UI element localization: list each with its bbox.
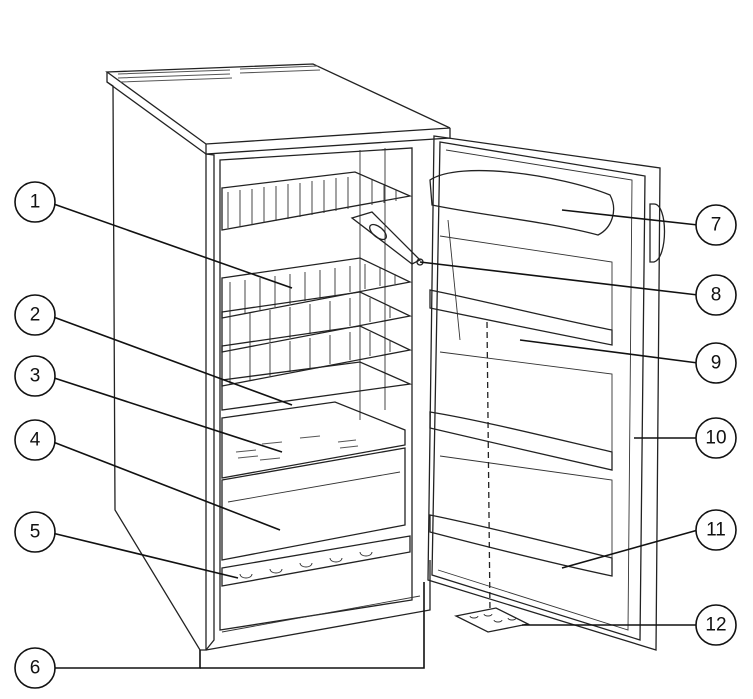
leader-3 bbox=[47, 375, 283, 453]
callout-number: 12 bbox=[705, 615, 726, 636]
callout-1: 1 bbox=[14, 181, 56, 223]
wire-shelves bbox=[221, 171, 413, 411]
callout-number: 4 bbox=[30, 430, 41, 451]
callout-10: 10 bbox=[695, 417, 737, 459]
leader-11 bbox=[561, 529, 699, 569]
callout-number: 6 bbox=[30, 658, 41, 679]
leader-6 bbox=[48, 650, 201, 669]
callout-12: 12 bbox=[695, 604, 737, 646]
callout-7: 7 bbox=[695, 204, 737, 246]
callout-6: 6 bbox=[14, 647, 56, 689]
callout-number: 9 bbox=[711, 353, 722, 374]
callout-number: 2 bbox=[30, 305, 41, 326]
callout-4: 4 bbox=[14, 419, 56, 461]
leader-2 bbox=[47, 314, 293, 406]
callout-3: 3 bbox=[14, 355, 56, 397]
leader-5 bbox=[47, 531, 239, 579]
callout-number: 8 bbox=[711, 285, 722, 306]
fridge-cabinet bbox=[105, 63, 451, 651]
callout-number: 1 bbox=[30, 192, 41, 213]
callout-9: 9 bbox=[695, 342, 737, 384]
callout-number: 7 bbox=[711, 215, 722, 236]
fridge-door bbox=[427, 135, 666, 651]
callout-number: 3 bbox=[30, 366, 41, 387]
leader-6b bbox=[200, 582, 425, 669]
leader-8 bbox=[419, 261, 699, 296]
callout-2: 2 bbox=[14, 294, 56, 336]
leader-7 bbox=[561, 209, 699, 226]
top-vent-grill bbox=[117, 65, 321, 83]
callout-number: 5 bbox=[30, 522, 41, 543]
callout-11: 11 bbox=[695, 509, 737, 551]
leader-9 bbox=[519, 339, 699, 364]
leader-1 bbox=[47, 201, 293, 289]
callout-5: 5 bbox=[14, 511, 56, 553]
thermostat-lamp bbox=[350, 211, 424, 266]
leader-4 bbox=[47, 439, 281, 531]
crisper-cover-and-drawer bbox=[221, 401, 411, 587]
callout-leaders bbox=[47, 201, 699, 669]
callout-number: 11 bbox=[706, 520, 726, 541]
callout-number: 10 bbox=[705, 428, 726, 449]
callout-8: 8 bbox=[695, 274, 737, 316]
